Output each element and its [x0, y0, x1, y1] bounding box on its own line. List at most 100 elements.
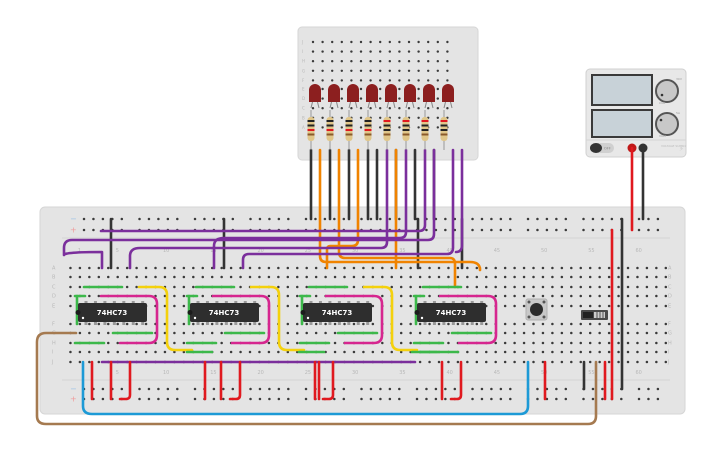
- rail-hole: [425, 397, 428, 401]
- hole: [456, 275, 460, 279]
- row-label: F: [52, 322, 55, 328]
- row-label: H: [52, 341, 56, 347]
- chip-74hc73[interactable]: 74HC73: [75, 301, 148, 325]
- hole: [598, 285, 601, 289]
- hole: [579, 341, 582, 345]
- hole: [201, 331, 204, 335]
- chip-74hc73[interactable]: 74HC73: [300, 301, 373, 325]
- hole: [588, 294, 592, 298]
- hole: [407, 40, 411, 44]
- rail-hole: [610, 217, 614, 221]
- led[interactable]: [404, 84, 416, 109]
- hole: [428, 360, 431, 364]
- hole: [427, 79, 430, 82]
- hole: [333, 350, 337, 354]
- rail-hole: [287, 397, 290, 401]
- hole: [248, 275, 252, 279]
- hole: [321, 60, 324, 63]
- hole: [398, 69, 401, 73]
- hole: [588, 275, 592, 279]
- led[interactable]: [328, 84, 340, 109]
- hole: [311, 50, 315, 53]
- hole: [321, 126, 324, 129]
- hole: [343, 266, 346, 270]
- rail-hole: [480, 387, 484, 391]
- rail-hole: [249, 387, 252, 391]
- pushbutton[interactable]: [525, 298, 548, 321]
- hole: [192, 331, 195, 335]
- led[interactable]: [366, 84, 378, 109]
- hole: [135, 275, 138, 279]
- hole: [340, 40, 343, 44]
- hole: [78, 360, 82, 364]
- resistor[interactable]: [440, 110, 448, 150]
- voltage-knob[interactable]: [655, 112, 679, 136]
- led[interactable]: [347, 84, 359, 109]
- hole: [390, 285, 393, 289]
- resistor[interactable]: [364, 110, 372, 150]
- hole: [286, 275, 290, 279]
- slide-switch[interactable]: [581, 310, 608, 320]
- led[interactable]: [385, 84, 397, 109]
- hole: [513, 304, 516, 308]
- row-label: C: [302, 106, 305, 111]
- chip-pin: [461, 320, 465, 325]
- chip-pin1-dot: [420, 316, 424, 320]
- hole: [513, 275, 516, 279]
- column-label: 35: [399, 248, 405, 254]
- hole: [485, 322, 488, 326]
- hole: [192, 322, 195, 326]
- power-supply[interactable]: 30V 5A CUR VOLT OFF VOLTAGE SUPPLY ⚡: [585, 68, 687, 158]
- hole: [69, 360, 72, 364]
- current-knob[interactable]: [655, 79, 679, 103]
- rail-hole: [564, 387, 568, 391]
- resistor-band: [364, 133, 372, 136]
- hole: [655, 266, 658, 270]
- hole: [532, 360, 535, 364]
- hole: [513, 285, 516, 289]
- led[interactable]: [423, 84, 435, 109]
- chip-74hc73[interactable]: 74HC73: [187, 301, 260, 325]
- resistor[interactable]: [421, 110, 429, 150]
- row-label: I: [668, 350, 669, 356]
- hole: [437, 322, 441, 326]
- column-label: 50: [541, 248, 547, 254]
- rail-hole: [425, 387, 428, 391]
- hole: [617, 304, 620, 308]
- resistor[interactable]: [383, 110, 391, 150]
- hole: [135, 285, 138, 289]
- hole: [617, 341, 620, 345]
- hole: [664, 331, 668, 335]
- hole: [321, 50, 324, 53]
- resistor[interactable]: [307, 110, 315, 150]
- hole: [626, 341, 630, 345]
- resistor[interactable]: [326, 110, 334, 150]
- resistor-band: [364, 129, 372, 131]
- column-label: 10: [163, 370, 169, 376]
- resistor[interactable]: [402, 110, 410, 150]
- rail-hole: [647, 387, 650, 391]
- led[interactable]: [309, 84, 321, 109]
- hole: [116, 266, 119, 270]
- hole: [399, 294, 403, 298]
- hole: [579, 266, 582, 270]
- hole: [210, 331, 214, 335]
- hole: [369, 79, 372, 82]
- hole: [135, 266, 138, 270]
- hole: [409, 285, 412, 289]
- rail-hole: [656, 387, 660, 391]
- hole: [626, 275, 630, 279]
- hole: [532, 275, 535, 279]
- rail-hole: [101, 397, 105, 401]
- led[interactable]: [442, 84, 454, 109]
- hole: [407, 60, 411, 63]
- chip-74hc73[interactable]: 74HC73: [414, 301, 487, 325]
- hole: [69, 294, 72, 298]
- power-switch[interactable]: OFF: [590, 143, 614, 153]
- rail-hole: [582, 217, 585, 221]
- rail-hole: [434, 397, 438, 401]
- resistor[interactable]: [345, 110, 353, 150]
- hole: [362, 350, 365, 354]
- hole: [418, 266, 422, 270]
- wire-led-purple: [212, 148, 408, 270]
